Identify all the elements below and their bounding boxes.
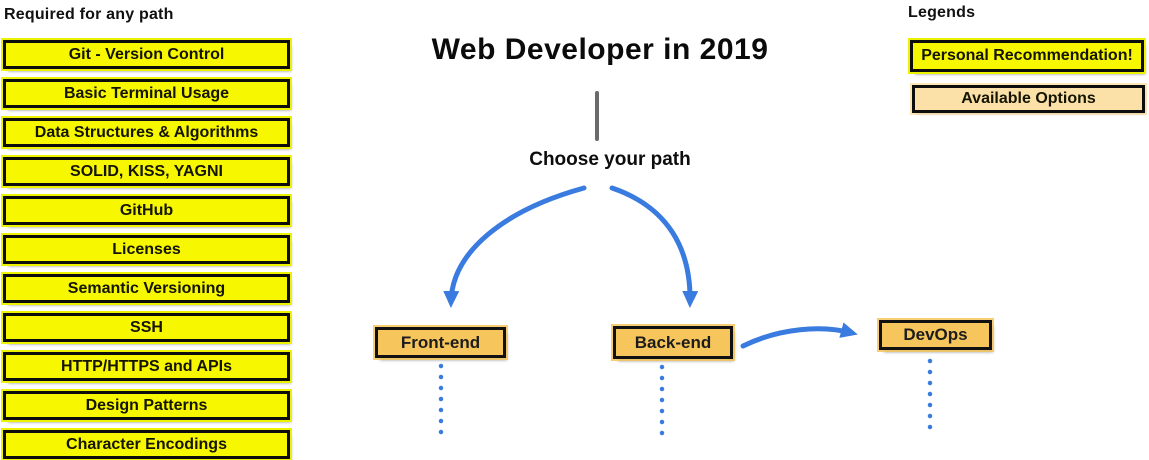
arrow-back-end-to-devops: [740, 322, 858, 349]
required-item-github: GitHub: [3, 196, 290, 225]
required-item-ssh: SSH: [3, 313, 290, 342]
legend-available-options: Available Options: [912, 85, 1145, 113]
required-item-encodings: Character Encodings: [3, 430, 290, 459]
required-item-dsa: Data Structures & Algorithms: [3, 118, 290, 147]
arrow-choose-to-back-end: [609, 185, 699, 308]
choose-your-path-label: Choose your path: [529, 149, 691, 170]
page-title: Web Developer in 2019: [431, 33, 769, 66]
arrow-choose-to-front-end: [443, 185, 587, 308]
required-item-solid: SOLID, KISS, YAGNI: [3, 157, 290, 186]
node-devops: DevOps: [879, 320, 992, 350]
required-item-http-apis: HTTP/HTTPS and APIs: [3, 352, 290, 381]
required-item-licenses: Licenses: [3, 235, 290, 264]
legend-personal-recommendation: Personal Recommendation!: [910, 40, 1144, 72]
required-section-title: Required for any path: [4, 6, 174, 23]
required-item-git: Git - Version Control: [3, 40, 290, 69]
required-item-semver: Semantic Versioning: [3, 274, 290, 303]
required-item-terminal: Basic Terminal Usage: [3, 79, 290, 108]
required-item-patterns: Design Patterns: [3, 391, 290, 420]
legends-title: Legends: [908, 4, 976, 21]
node-back-end: Back-end: [613, 326, 733, 359]
required-list: Git - Version Control Basic Terminal Usa…: [3, 40, 290, 459]
node-front-end: Front-end: [375, 327, 506, 358]
